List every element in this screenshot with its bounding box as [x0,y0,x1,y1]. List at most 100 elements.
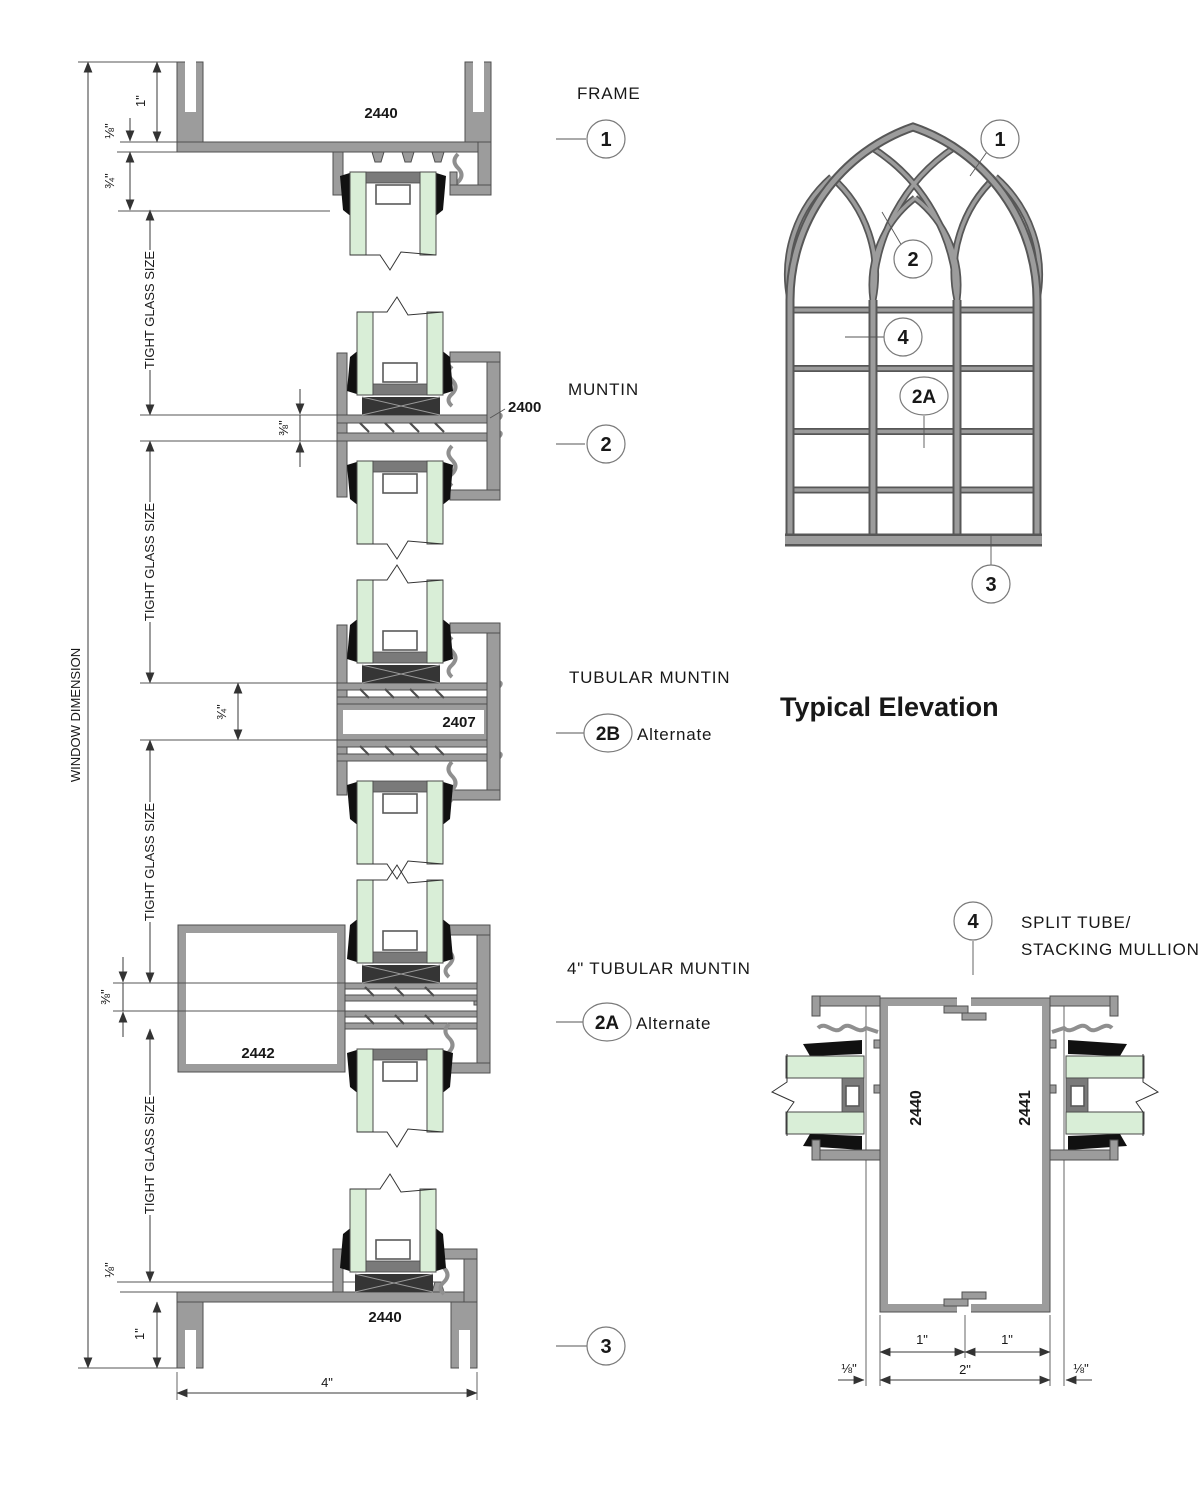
part-number-sill: 2440 [368,1309,401,1326]
elevation-title: Typical Elevation [780,692,999,722]
elevation-callout-2: 2 [907,249,918,271]
callout-column: FRAME 1 MUNTIN 2 TUBULAR MUNTIN 2B Alter… [556,84,751,1366]
glass-pane [1065,1055,1145,1079]
callout-four-inch-tubular: 2A [582,1002,632,1042]
muntin-chord-top [336,414,501,424]
frame-head-section: 2440 1" ⅛" ¾" [78,58,492,271]
tubular-muntin-section: 2407 ¾" [140,564,503,880]
tubular4-chord [344,994,491,1002]
elevation-callout-3: 3 [985,574,996,596]
callout-sill: 3 [586,1326,626,1366]
sill-glass-unit [339,1173,447,1293]
tubular-glass-lower [346,780,454,880]
elevation-mullions [868,300,962,545]
split-dimensions: 1" 1" 2" ⅛" ⅛" [838,1315,1092,1386]
dim-sill-4in: 4" [321,1375,333,1390]
dim-head-1in: 1" [133,95,148,107]
dim-tubular4-three-eighth: ⅜" [98,989,113,1005]
part-number-head: 2440 [364,105,397,122]
head-web [176,141,492,153]
window-dimension-label: WINDOW DIMENSION [68,648,83,782]
muntin-channel-wall [486,351,501,501]
part-number-split-left: 2440 [908,1090,925,1126]
dim-split-1in-left: 1" [916,1332,928,1347]
split-left-glazing [770,995,881,1161]
elevation-callout-sill: 3 [971,564,1011,604]
dim-split-1in-right: 1" [1001,1332,1013,1347]
muntin-glass-lower [346,460,454,560]
frame-sill-section: 2440 ⅛" 1" 4" [78,1173,478,1400]
elevation-outer-frame [785,122,1042,547]
tubular-glass-upper [346,564,454,684]
callout-muntin: 2 [586,424,626,464]
elevation-callout-tubular4: 2A [899,376,949,416]
typical-elevation: 1 2 4 2A 3 Typical Elevation [780,119,1044,722]
dim-muntin-three-eighth: ⅜" [276,420,291,436]
tubular-channel-arm-bottom [449,789,501,801]
tubular-channel-wall [486,622,501,801]
elevation-callout-1: 1 [994,129,1005,151]
four-inch-tubular-label: 4" TUBULAR MUNTIN [567,959,751,978]
dim-split-2in: 2" [959,1362,971,1377]
muntin-section: 2400 ⅜" [140,296,541,560]
callout-frame: 1 [586,119,626,159]
tubular4-channel-arm-top [444,924,491,936]
tubular4-channel-wall [476,924,491,1074]
dim-split-eighth-left: ⅛" [841,1361,857,1376]
split-label-line1: SPLIT TUBE/ [1021,913,1131,932]
tubular-alternate-note: Alternate [637,725,712,744]
tight-glass-chain: TIGHT GLASS SIZE TIGHT GLASS SIZE TIGHT … [142,209,158,1283]
glass-pane [1065,1111,1145,1135]
elevation-horizontal-bars [788,306,1039,494]
window-dimension-chain: WINDOW DIMENSION [68,61,93,1369]
elevation-callout-split-mullion: 4 [883,317,923,357]
dim-sill-eighth: ⅛" [102,1262,117,1278]
callout-tubular-number: 2B [596,724,620,745]
split-callout-number: 4 [967,911,979,933]
head-channel-arm [449,184,492,196]
callout-muntin-number: 2 [600,434,611,456]
split-callout: 4 [953,901,993,975]
frame-label: FRAME [577,84,641,103]
head-glazing-leg [332,151,344,196]
tight-glass-label-3: TIGHT GLASS SIZE [142,803,157,922]
split-right-glazing [1049,995,1160,1161]
elevation-callout-muntin: 2 [893,239,933,279]
part-number-split-right: 2441 [1017,1090,1034,1126]
part-number-muntin: 2400 [508,399,541,416]
glass-pane [785,1055,865,1079]
glass-pane [785,1111,865,1135]
sill-web [176,1291,478,1303]
elevation-callout-4: 4 [897,327,909,349]
dim-head-three-quarter: ¾" [102,173,117,189]
callout-sill-number: 3 [600,1336,611,1358]
split-label-line2: STACKING MULLION [1021,940,1200,959]
muntin-channel-arm-bottom [449,489,501,501]
split-tube: 2440 2441 [873,994,1057,1316]
dim-sill-1in: 1" [132,1328,147,1340]
tight-glass-label-1: TIGHT GLASS SIZE [142,251,157,370]
split-mullion-section: 4 SPLIT TUBE/ STACKING MULLION [770,901,1200,1386]
muntin-glass-upper [346,296,454,416]
elevation-callout-frame: 1 [980,119,1020,159]
part-number-tubular4: 2442 [241,1045,274,1062]
muntin-channel-arm-top [449,351,501,363]
tubular-muntin-label: TUBULAR MUNTIN [569,668,730,687]
tubular4-glass-upper [346,864,454,984]
tight-glass-label-2: TIGHT GLASS SIZE [142,503,157,622]
dim-head-eighth: ⅛" [102,123,117,139]
elevation-callout-2A: 2A [912,387,937,408]
tight-glass-label-4: TIGHT GLASS SIZE [142,1096,157,1215]
tubular4-glass-lower [346,1048,454,1148]
muntin-chord-bottom [336,432,501,442]
sill-glazing-leg [332,1248,344,1293]
callout-tubular4-number: 2A [595,1013,620,1034]
dim-tubular-three-quarter: ¾" [214,704,229,720]
tubular-channel-arm-top [449,622,501,634]
dim-split-eighth-right: ⅛" [1073,1361,1089,1376]
head-glass-unit [339,171,447,271]
four-inch-tubular-muntin-section: 2442 ⅜" [98,864,491,1148]
callout-frame-number: 1 [600,129,611,151]
